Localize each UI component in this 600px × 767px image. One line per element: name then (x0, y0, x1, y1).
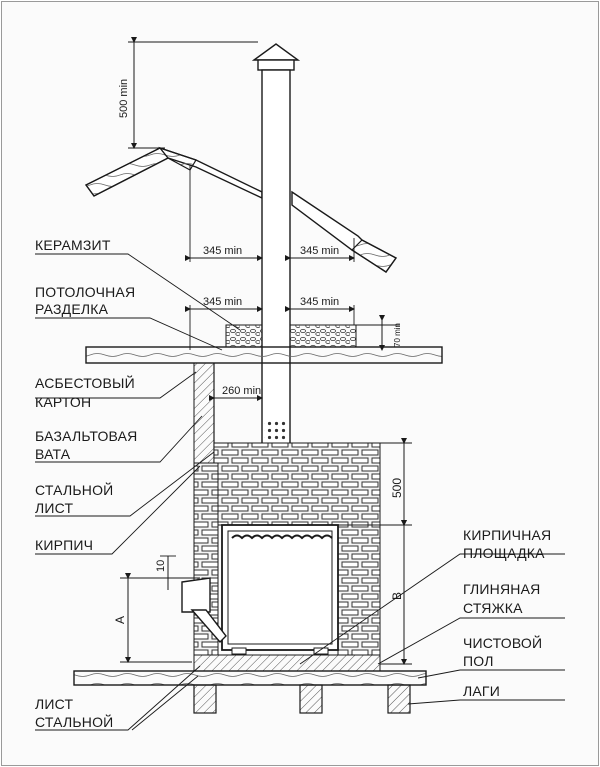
steel-sheet-label-1: ЛИСТ (35, 696, 73, 712)
dim-a-label: A (113, 616, 127, 624)
razdelka-label-2: РАЗДЕЛКА (35, 301, 109, 317)
leader-lines-right (299, 553, 565, 705)
roof-gap-left-label: 345 min (203, 245, 242, 257)
brick-platform (193, 654, 381, 672)
dim-roof-gaps (185, 165, 355, 262)
ceiling-slab (85, 346, 443, 364)
joist-2 (299, 684, 323, 714)
roof-left (84, 146, 263, 200)
fill-height-label: 70 min (393, 323, 402, 347)
leader-lines-left (35, 253, 241, 731)
dim-a-and-10 (120, 555, 200, 663)
steel-label-2: ЛИСТ (35, 500, 73, 516)
keramzit-label: КЕРАМЗИТ (35, 237, 111, 253)
styazhka-label-1: ГЛИНЯНАЯ (463, 581, 540, 597)
sauna-stove (221, 524, 339, 655)
styazhka-label-2: СТЯЖКА (463, 600, 523, 616)
dim-10-label: 10 (155, 560, 167, 572)
ploshchadka-label-1: КИРПИЧНАЯ (463, 527, 551, 543)
keramzit-fill-left (225, 324, 263, 348)
roof-right (291, 190, 398, 273)
dim-b-label: B (390, 592, 404, 600)
joist-1 (193, 684, 217, 714)
pol-label-2: ПОЛ (463, 653, 494, 669)
dim-roof-height (128, 37, 258, 149)
steel-label-1: СТАЛЬНОЙ (35, 481, 113, 498)
ploshchadka-label-2: ПЛОЩАДКА (463, 545, 545, 561)
finish-floor (73, 670, 427, 686)
wall-gap-label: 260 min (222, 385, 261, 397)
dim-ceiling-gaps (185, 305, 355, 350)
ceiling-gap-right-label: 345 min (300, 296, 339, 308)
dim-above-stove (338, 438, 412, 665)
dim-fill-height (356, 315, 400, 351)
steel-sheet-label-2: СТАЛЬНОЙ (35, 713, 113, 730)
ceiling-gap-left-label: 345 min (203, 296, 242, 308)
brick-screen-upper (213, 442, 381, 526)
chimney-cap (251, 43, 301, 71)
bazalt-label-1: БАЗАЛЬТОВАЯ (35, 428, 137, 444)
wall-insulation (193, 362, 215, 464)
bazalt-label-2: ВАТА (35, 446, 71, 462)
asbest-label-2: КАРТОН (35, 394, 91, 410)
kirpich-label: КИРПИЧ (35, 537, 93, 553)
pol-label-1: ЧИСТОВОЙ (463, 634, 542, 651)
firebox-tunnel (181, 577, 227, 644)
lagi-label: ЛАГИ (463, 683, 500, 699)
asbest-label-1: АСБЕСТОВЫЙ (35, 374, 135, 391)
keramzit-fill-right (289, 324, 357, 348)
roof-gap-right-label: 345 min (300, 245, 339, 257)
above-stove-label: 500 (390, 478, 404, 498)
joist-3 (387, 684, 411, 714)
roof-height-label: 500 min (118, 79, 130, 118)
razdelka-label-1: ПОТОЛОЧНАЯ (35, 284, 135, 300)
brick-wall-right (337, 524, 381, 656)
